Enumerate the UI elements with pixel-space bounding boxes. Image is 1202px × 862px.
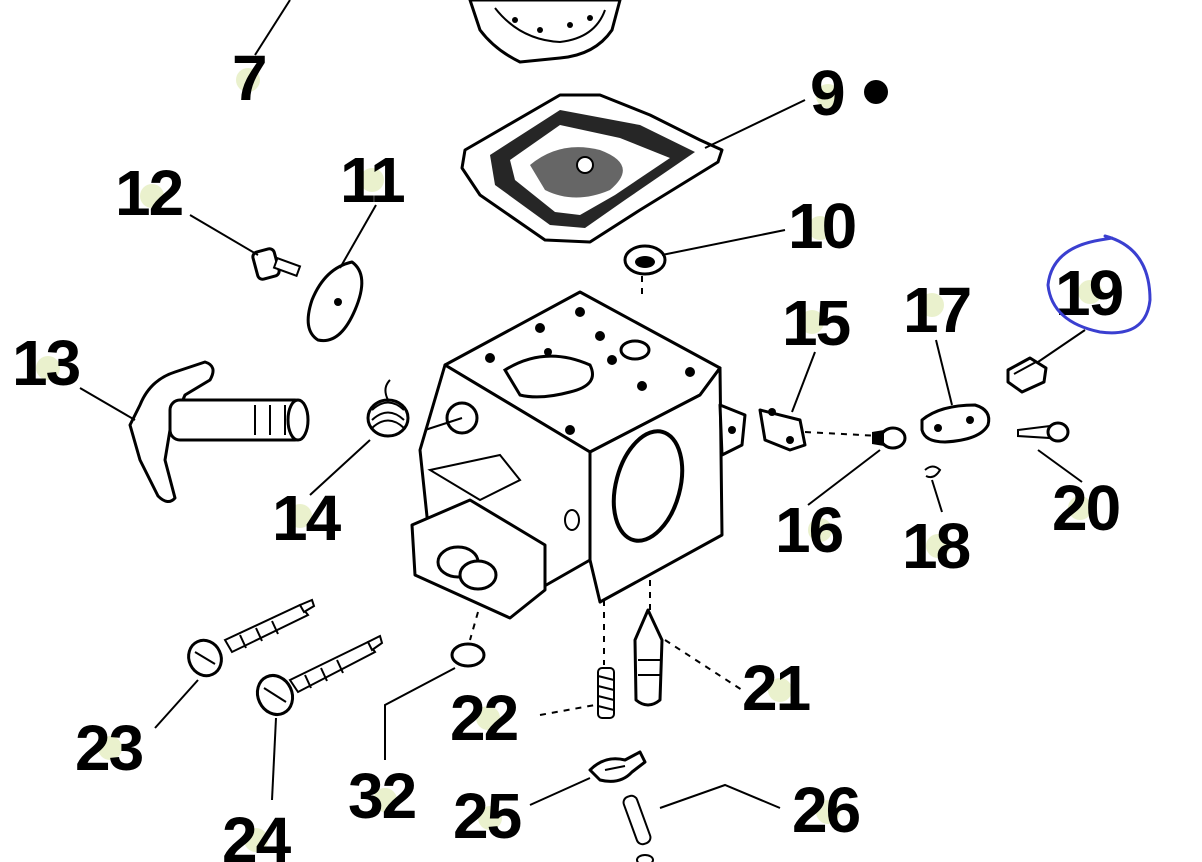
svg-text:9: 9 (810, 57, 844, 129)
carburetor-body (410, 290, 747, 620)
label-23: 23 (75, 712, 145, 784)
label-22: 22 (450, 682, 520, 754)
spring-14 (366, 379, 410, 438)
label-26: 26 (792, 774, 862, 846)
pin-16 (872, 426, 907, 450)
svg-text:7: 7 (232, 42, 266, 114)
plate-15 (758, 408, 807, 452)
label-12: 12 (115, 157, 185, 229)
adjusting-screw-24 (255, 634, 384, 716)
label-11: 11 (340, 144, 406, 216)
svg-text:11: 11 (340, 144, 404, 216)
top-gasket (468, 0, 622, 64)
label-20: 20 (1052, 472, 1121, 544)
label-16: 16 (775, 494, 845, 566)
needle-21 (633, 608, 664, 707)
bullet-marker (864, 80, 888, 104)
svg-text:17: 17 (903, 274, 970, 346)
disc-11 (306, 260, 364, 343)
label-15: 15 (782, 287, 852, 359)
pin-26 (622, 794, 654, 862)
label-17: 17 (903, 274, 972, 346)
svg-text:25: 25 (453, 780, 521, 852)
svg-text:12: 12 (115, 157, 183, 229)
svg-text:18: 18 (902, 510, 970, 582)
label-19: 19 (1055, 257, 1125, 329)
label-14: 14 (272, 482, 344, 554)
clip-18 (924, 465, 942, 479)
throttle-shaft-13 (128, 360, 310, 503)
label-32: 32 (348, 760, 418, 832)
svg-text:20: 20 (1052, 472, 1119, 544)
label-10: 10 (788, 190, 857, 262)
lever-17 (920, 403, 991, 444)
adjusting-screw-23 (187, 598, 316, 678)
label-9: 9 (810, 57, 888, 129)
diaphragm-9 (460, 93, 724, 244)
svg-text:23: 23 (75, 712, 143, 784)
svg-text:14: 14 (272, 482, 342, 554)
svg-text:13: 13 (12, 327, 80, 399)
valve-25 (588, 750, 647, 783)
label-24: 24 (222, 804, 294, 862)
svg-text:21: 21 (742, 652, 810, 724)
label-25: 25 (453, 780, 523, 852)
label-13: 13 (12, 327, 82, 399)
svg-text:15: 15 (782, 287, 850, 359)
svg-text:10: 10 (788, 190, 855, 262)
ring-10 (623, 244, 667, 276)
screw-20 (1017, 421, 1070, 443)
spring-22 (597, 667, 615, 719)
svg-text:22: 22 (450, 682, 518, 754)
label-21: 21 (742, 652, 812, 724)
nut-19 (1006, 356, 1048, 394)
svg-text:32: 32 (348, 760, 416, 832)
screw-12 (251, 247, 302, 281)
svg-text:24: 24 (222, 804, 292, 862)
svg-text:16: 16 (775, 494, 843, 566)
label-18: 18 (902, 510, 972, 582)
ring-32 (450, 642, 486, 668)
svg-text:26: 26 (792, 774, 860, 846)
label-7: 7 (232, 42, 268, 114)
highlight-circle-19 (1046, 234, 1152, 335)
